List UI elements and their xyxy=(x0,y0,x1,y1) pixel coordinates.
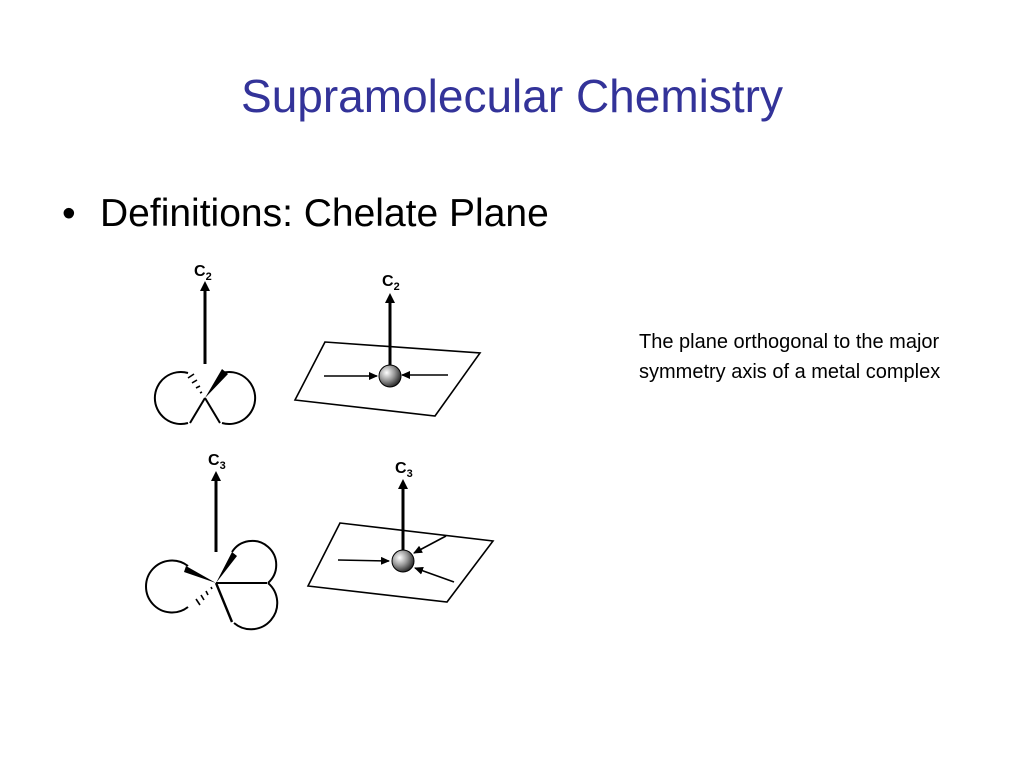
c3-chelate-plane xyxy=(306,522,495,603)
c2-right-label: C2 xyxy=(382,273,400,293)
c2-left-ring-a xyxy=(153,371,189,425)
c3-ligand-arrow-lower xyxy=(414,566,455,583)
c3-left-hashed-bond xyxy=(195,586,213,606)
c2-chelate-left: C2 xyxy=(153,263,257,425)
c2-left-ring-b xyxy=(221,371,257,425)
c3-ligand-arrow-left xyxy=(337,556,390,565)
c3-plane-right: C3 xyxy=(306,460,495,603)
c3-right-label: C3 xyxy=(395,460,413,480)
c3-metal-center xyxy=(391,549,415,573)
c3-ligand-arrow-upper xyxy=(413,535,447,554)
chelate-plane-figure: C2 C2 C3 xyxy=(145,263,495,631)
c3-left-ring-a xyxy=(145,559,189,614)
c3-left-ring-c xyxy=(233,582,279,631)
c3-left-wedge-bond-a xyxy=(184,566,216,583)
c2-metal-center xyxy=(378,364,402,388)
c2-left-wedge-bond xyxy=(205,369,228,398)
c3-left-label: C3 xyxy=(208,452,226,472)
c2-plane-right: C2 xyxy=(293,273,482,417)
chelate-plane-description: The plane orthogonal to the major symmet… xyxy=(639,331,941,383)
c2-left-hashed-bond xyxy=(187,373,203,394)
c3-left-wedge-bond-b xyxy=(216,552,237,583)
c3-left-ring-b xyxy=(231,539,278,584)
c3-chelate-left: C3 xyxy=(145,452,279,631)
bullet-text: Definitions: Chelate Plane xyxy=(100,192,549,235)
c2-chelate-plane xyxy=(293,341,482,417)
slide-title: Supramolecular Chemistry xyxy=(241,70,783,122)
c2-left-label: C2 xyxy=(194,263,212,283)
bullet-definitions: • Definitions: Chelate Plane xyxy=(62,190,549,238)
bullet-symbol: • xyxy=(62,192,76,235)
